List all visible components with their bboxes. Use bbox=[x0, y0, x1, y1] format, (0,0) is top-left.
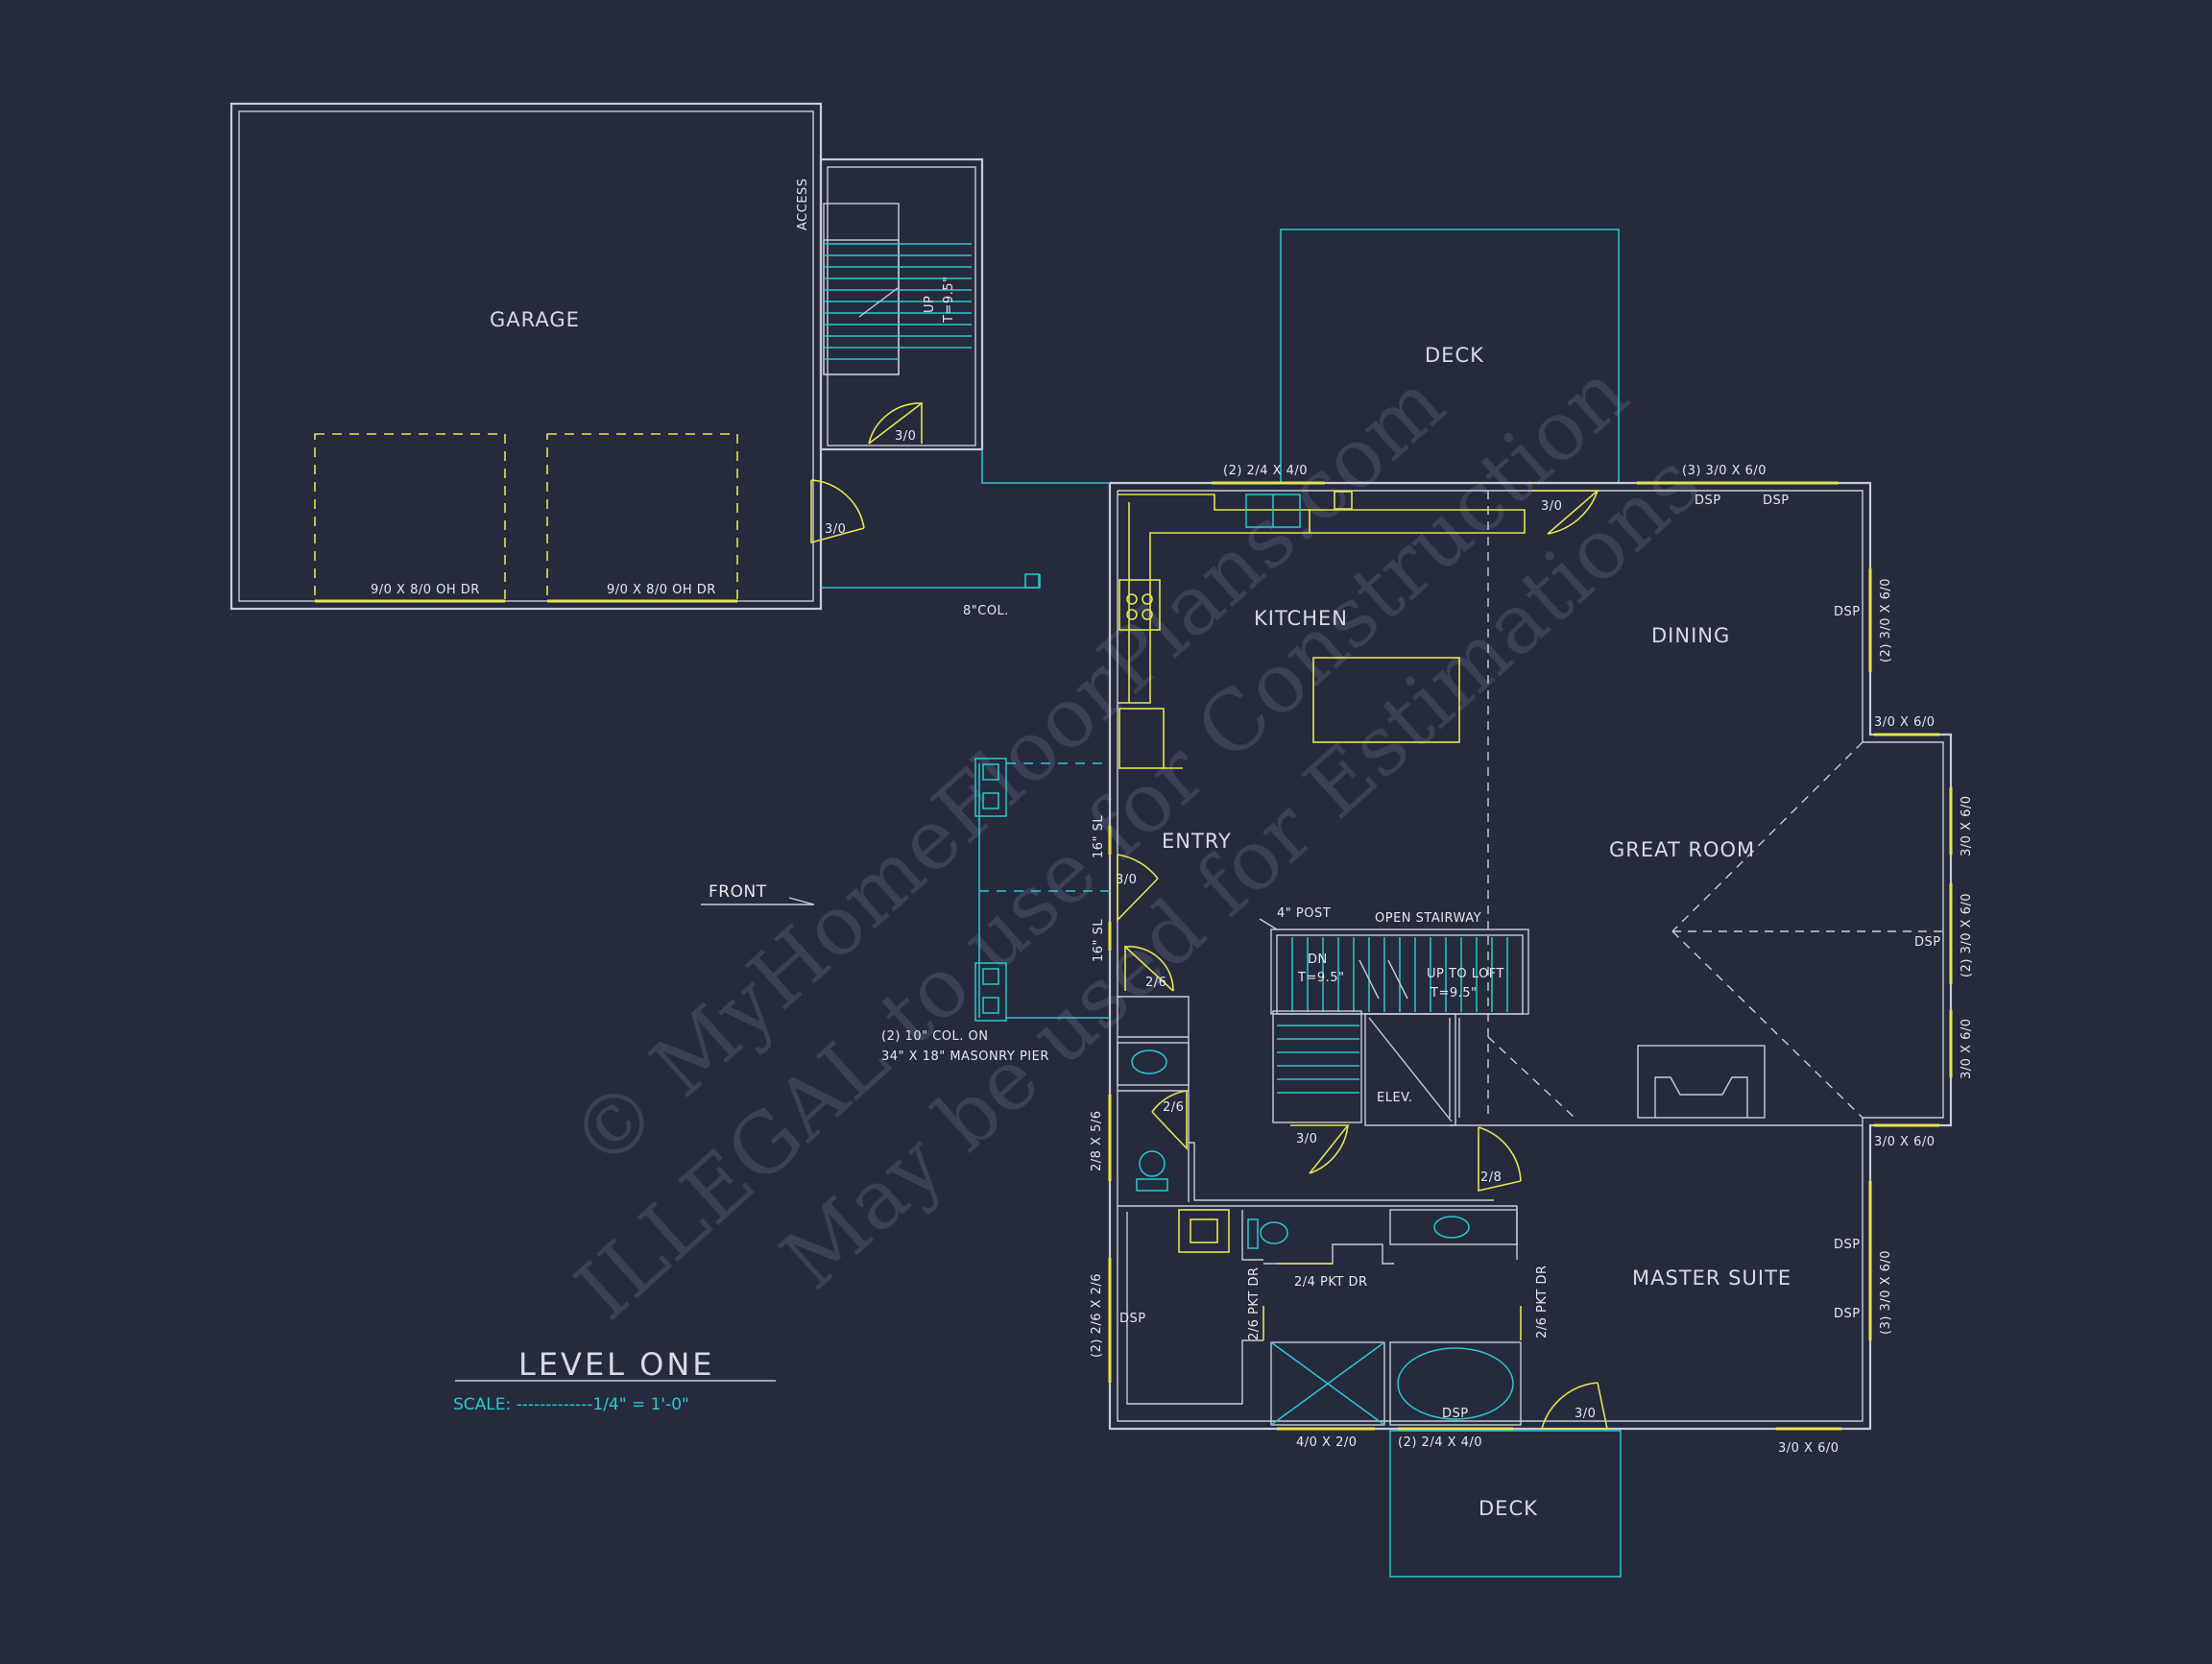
note-window-tub: (2) 2/4 X 4/0 bbox=[1398, 1435, 1482, 1450]
note-door-entry: 3/0 bbox=[1116, 873, 1137, 887]
note-door-master-hall: 2/8 bbox=[1480, 1170, 1502, 1185]
note-door-stair: 3/0 bbox=[895, 429, 916, 444]
room-master-suite: MASTER SUITE bbox=[1632, 1266, 1791, 1290]
note-loft-riser: T=9.5" bbox=[1430, 986, 1478, 1001]
note-window-master-right: (3) 3/0 X 6/0 bbox=[1879, 1250, 1893, 1335]
note-door-stair-lower: 3/0 bbox=[1296, 1132, 1317, 1146]
note-window-master-bottom: 3/0 X 6/0 bbox=[1778, 1441, 1839, 1456]
title-scale: SCALE: -------------1/4" = 1'-0" bbox=[453, 1395, 689, 1414]
note-dsp-2: DSP bbox=[1763, 494, 1790, 508]
note-column-8: 8"COL. bbox=[963, 604, 1009, 618]
room-elevator: ELEV. bbox=[1377, 1091, 1413, 1105]
note-window-dining-top: (3) 3/0 X 6/0 bbox=[1682, 464, 1767, 478]
front-porch bbox=[974, 758, 1110, 1022]
note-window-dining-right: (2) 3/0 X 6/0 bbox=[1879, 578, 1893, 663]
room-deck-top: DECK bbox=[1425, 344, 1484, 367]
note-sl-1: 16" SL bbox=[1092, 815, 1106, 858]
note-pkt-dr-3: 2/6 PKT DR bbox=[1535, 1265, 1550, 1338]
note-door-master: 3/0 bbox=[1575, 1407, 1596, 1421]
note-stair-riser: T=9.5" bbox=[942, 277, 956, 325]
note-up-to-loft: UP TO LOFT bbox=[1427, 967, 1504, 981]
note-stair-dn: DN bbox=[1308, 953, 1328, 967]
note-oh-door-2: 9/0 X 8/0 OH DR bbox=[607, 583, 716, 597]
note-dsp-6: DSP bbox=[1442, 1407, 1469, 1421]
note-pkt-dr-2: 2/6 PKT DR bbox=[1247, 1266, 1262, 1340]
note-door-garage: 3/0 bbox=[825, 522, 846, 537]
note-window-great-5: 3/0 X 6/0 bbox=[1874, 1135, 1936, 1149]
note-window-bath-left: (2) 2/6 X 2/6 bbox=[1090, 1273, 1104, 1358]
open-stairway bbox=[1270, 928, 1529, 1123]
note-stair-dn-riser: T=9.5" bbox=[1297, 971, 1345, 985]
garage-stair bbox=[819, 157, 984, 451]
title-level: LEVEL ONE bbox=[518, 1346, 715, 1383]
room-kitchen: KITCHEN bbox=[1254, 607, 1348, 630]
room-garage: GARAGE bbox=[490, 308, 580, 331]
note-column-note-1: (2) 10" COL. ON bbox=[881, 1029, 988, 1044]
note-dsp-1: DSP bbox=[1695, 494, 1721, 508]
note-window-powder: 2/8 X 5/6 bbox=[1090, 1110, 1104, 1171]
note-window-kitchen: (2) 2/4 X 4/0 bbox=[1223, 464, 1308, 478]
note-door-closet: 2/6 bbox=[1145, 976, 1166, 990]
note-stair-up: UP bbox=[923, 296, 937, 313]
note-window-master-1: DSP bbox=[1834, 1238, 1861, 1252]
garage bbox=[229, 102, 823, 611]
powder-room bbox=[1117, 996, 1494, 1202]
note-window-great-3: (2) 3/0 X 6/0 bbox=[1960, 893, 1974, 977]
note-open-stairway: OPEN STAIRWAY bbox=[1375, 911, 1481, 926]
note-dsp-5: DSP bbox=[1119, 1312, 1146, 1326]
note-door-deck: 3/0 bbox=[1541, 499, 1562, 514]
note-window-master-2: DSP bbox=[1834, 1307, 1861, 1321]
note-pkt-dr-1: 2/4 PKT DR bbox=[1294, 1275, 1368, 1290]
note-front: FRONT bbox=[709, 882, 767, 902]
note-window-great-4: 3/0 X 6/0 bbox=[1960, 1018, 1974, 1079]
note-window-great-1: 3/0 X 6/0 bbox=[1874, 715, 1936, 730]
room-deck-bottom: DECK bbox=[1479, 1497, 1538, 1520]
deck-bottom bbox=[1389, 1430, 1622, 1578]
note-window-great-2: 3/0 X 6/0 bbox=[1960, 795, 1974, 856]
master-bath bbox=[1118, 1205, 1522, 1426]
note-post: 4" POST bbox=[1277, 906, 1331, 921]
kitchen-cabinets bbox=[1118, 491, 1526, 769]
note-access: ACCESS bbox=[796, 178, 810, 230]
room-great-room: GREAT ROOM bbox=[1609, 838, 1755, 861]
note-column-note-2: 34" X 18" MASONRY PIER bbox=[881, 1049, 1049, 1064]
note-window-shower: 4/0 X 2/0 bbox=[1296, 1435, 1358, 1450]
note-door-powder: 2/6 bbox=[1163, 1100, 1184, 1115]
room-dining: DINING bbox=[1651, 624, 1730, 647]
note-dsp-3: DSP bbox=[1834, 605, 1861, 619]
note-dsp-4: DSP bbox=[1914, 935, 1941, 950]
room-entry: ENTRY bbox=[1162, 830, 1232, 853]
elevator bbox=[1364, 1013, 1456, 1126]
note-oh-door-1: 9/0 X 8/0 OH DR bbox=[371, 583, 480, 597]
note-sl-2: 16" SL bbox=[1092, 919, 1106, 962]
